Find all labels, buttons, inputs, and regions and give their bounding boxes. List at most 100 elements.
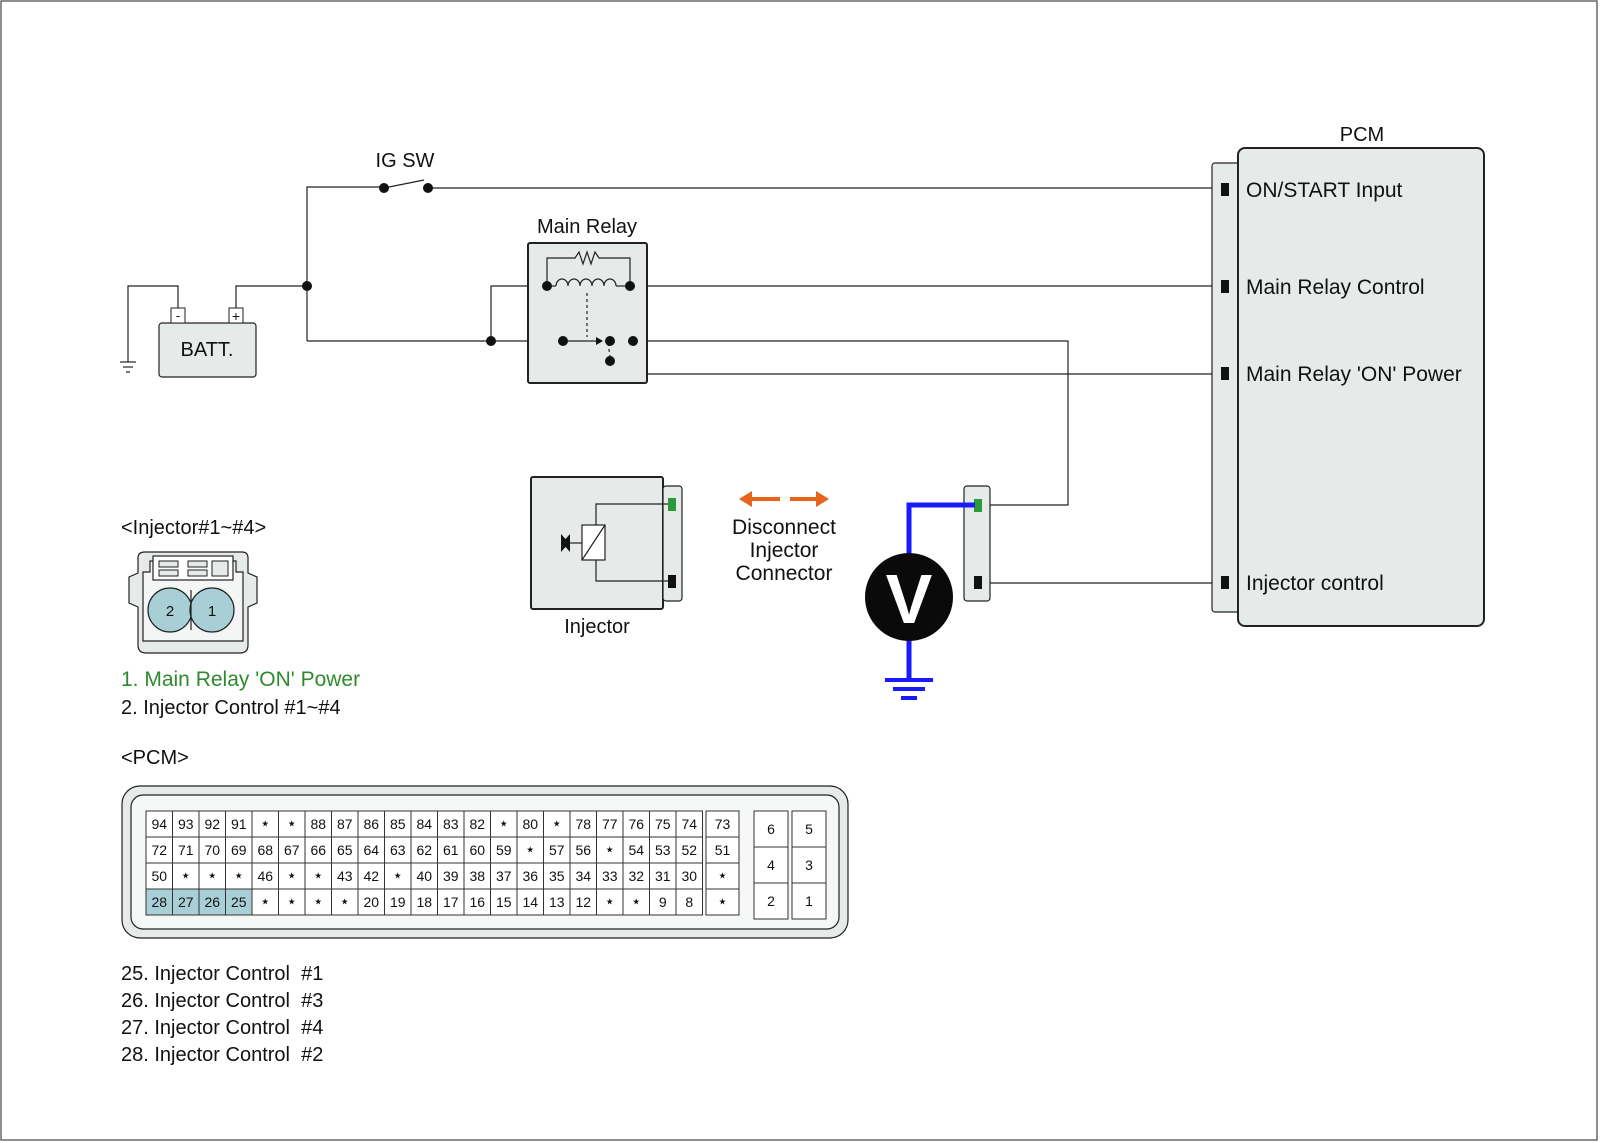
battery-minus-label: - xyxy=(176,308,180,323)
pcm-pin-cell xyxy=(596,888,624,916)
injector-connector-legend-2: 2. Injector Control #1~#4 xyxy=(121,697,341,719)
pcm-pin-label: 20 xyxy=(363,894,379,910)
pcm-pin-cell xyxy=(172,888,200,916)
pcm-pin-label: 50 xyxy=(151,868,167,884)
pcm-pin-label: 77 xyxy=(602,816,618,832)
pcm-small-pin-label: 4 xyxy=(767,857,775,873)
pcm-pin-label: 17 xyxy=(443,894,459,910)
pcm-small-pin-label: 2 xyxy=(767,893,775,909)
pcm-pin-label: 43 xyxy=(337,868,353,884)
pcm-pin-label: 69 xyxy=(231,842,247,858)
pcm-small-pin-label: 3 xyxy=(805,857,813,873)
pcm-pin-injector-control: Injector control xyxy=(1246,572,1384,595)
pcm-pin-label: ⋆ xyxy=(392,866,403,885)
pcm-pin-label: 28 xyxy=(151,894,167,910)
pcm-pin-label: 46 xyxy=(257,868,273,884)
pcm-pin-label: ⋆ xyxy=(260,892,271,911)
pcm-pin-label: 60 xyxy=(469,842,485,858)
pcm-pin-label: ⋆ xyxy=(313,892,324,911)
pcm-pin-cell xyxy=(410,810,438,838)
pcm-pin-cell xyxy=(357,836,385,864)
pcm-pin-cell xyxy=(516,888,544,916)
pcm-pin-cell xyxy=(543,862,571,890)
pcm-pin-label: 59 xyxy=(496,842,512,858)
pcm-pin-label: 9 xyxy=(659,894,667,910)
pcm-pin-label: 14 xyxy=(522,894,538,910)
pcm-pin-cell xyxy=(622,836,650,864)
pcm-pin-cell xyxy=(622,888,650,916)
pcm-pin-label: 70 xyxy=(204,842,220,858)
pcm-pin-cell xyxy=(490,888,518,916)
pcm-pin-cell xyxy=(569,836,597,864)
voltmeter-symbol: V xyxy=(886,560,933,638)
pcm-small-pin-cell xyxy=(753,810,789,848)
pcm-pin-label: ⋆ xyxy=(525,840,536,859)
pcm-pin-cell xyxy=(384,888,412,916)
injector-connector-legend-1: 1. Main Relay 'ON' Power xyxy=(121,668,360,691)
pcm-pin-main-relay-control: Main Relay Control xyxy=(1246,276,1425,299)
pcm-pin-cell xyxy=(622,862,650,890)
pcm-pin-label: 31 xyxy=(655,868,671,884)
pcm-pin-label: 93 xyxy=(178,816,194,832)
pcm-pin-cell xyxy=(649,810,677,838)
ig-sw-label: IG SW xyxy=(376,150,435,172)
pcm-small-pin-label: 1 xyxy=(805,893,813,909)
pcm-pin-cell xyxy=(543,888,571,916)
pcm-pin-label: 53 xyxy=(655,842,671,858)
pcm-pin-label: ⋆ xyxy=(339,892,350,911)
pcm-pin-label: 82 xyxy=(469,816,485,832)
pcm-pin-label: 15 xyxy=(496,894,512,910)
pcm-pin-cell xyxy=(649,862,677,890)
pcm-pin-label: ⋆ xyxy=(260,814,271,833)
pcm-pin-label: 66 xyxy=(310,842,326,858)
pcm-pin-cell xyxy=(463,836,491,864)
pcm-pin-label: 42 xyxy=(363,868,379,884)
pcm-small-pin-cell xyxy=(791,882,827,920)
injector-label: Injector xyxy=(564,616,630,638)
pcm-pin-label: ⋆ xyxy=(286,814,297,833)
wiring xyxy=(235,186,1226,584)
pcm-pin-label: ⋆ xyxy=(604,840,615,859)
pcm-pin-cell xyxy=(145,810,173,838)
pcm-pin-cell xyxy=(463,810,491,838)
pcm-pin-label: 71 xyxy=(178,842,194,858)
pcm-connector-title: <PCM> xyxy=(121,747,189,769)
pcm-pin-cell xyxy=(543,836,571,864)
pcm-side-pin-cell xyxy=(705,862,740,890)
pcm-pin-label: 32 xyxy=(628,868,644,884)
pcm-pin-label: 27 xyxy=(178,894,194,910)
pcm-pin-cell xyxy=(225,810,253,838)
pcm-pin-label: 33 xyxy=(602,868,618,884)
disconnect-arrows xyxy=(739,491,829,507)
pcm-pin-label: 16 xyxy=(469,894,485,910)
pcm-pin-label: ⋆ xyxy=(233,866,244,885)
pcm-pin-main-relay-on-power: Main Relay 'ON' Power xyxy=(1246,363,1462,386)
injector-harness-connector xyxy=(963,485,991,602)
junction-dot xyxy=(486,336,496,346)
injector-connector-pin-2: 2 xyxy=(166,603,174,620)
pcm-module: PCM ON/START Input Main Relay Control Ma… xyxy=(1211,124,1485,627)
pcm-pin-label: ⋆ xyxy=(286,892,297,911)
pcm-pin-label: ⋆ xyxy=(631,892,642,911)
pcm-connector-legend-4: 28. Injector Control #2 xyxy=(121,1044,323,1066)
voltmeter: V xyxy=(865,502,975,700)
pcm-small-pin-cell xyxy=(753,846,789,884)
pcm-title: PCM xyxy=(1340,124,1384,146)
injector-connector-face xyxy=(128,551,258,654)
pcm-pin-cell xyxy=(251,810,279,838)
injector: Injector xyxy=(530,476,683,638)
battery-label: BATT. xyxy=(181,339,234,361)
pcm-pin-cell xyxy=(357,888,385,916)
pcm-pin-cell xyxy=(675,810,703,838)
pcm-pin-label: 26 xyxy=(204,894,220,910)
pcm-pin-label: 78 xyxy=(575,816,591,832)
pcm-pin-cell xyxy=(331,836,359,864)
pcm-pin-cell xyxy=(569,862,597,890)
pcm-pin-label: 19 xyxy=(390,894,406,910)
pcm-side-pin-label: 51 xyxy=(715,842,731,858)
pcm-side-pin-cell xyxy=(705,836,740,864)
pcm-pin-label: ⋆ xyxy=(286,866,297,885)
pcm-pin-cell xyxy=(516,862,544,890)
pcm-connector-legend-1: 25. Injector Control #1 xyxy=(121,963,323,985)
